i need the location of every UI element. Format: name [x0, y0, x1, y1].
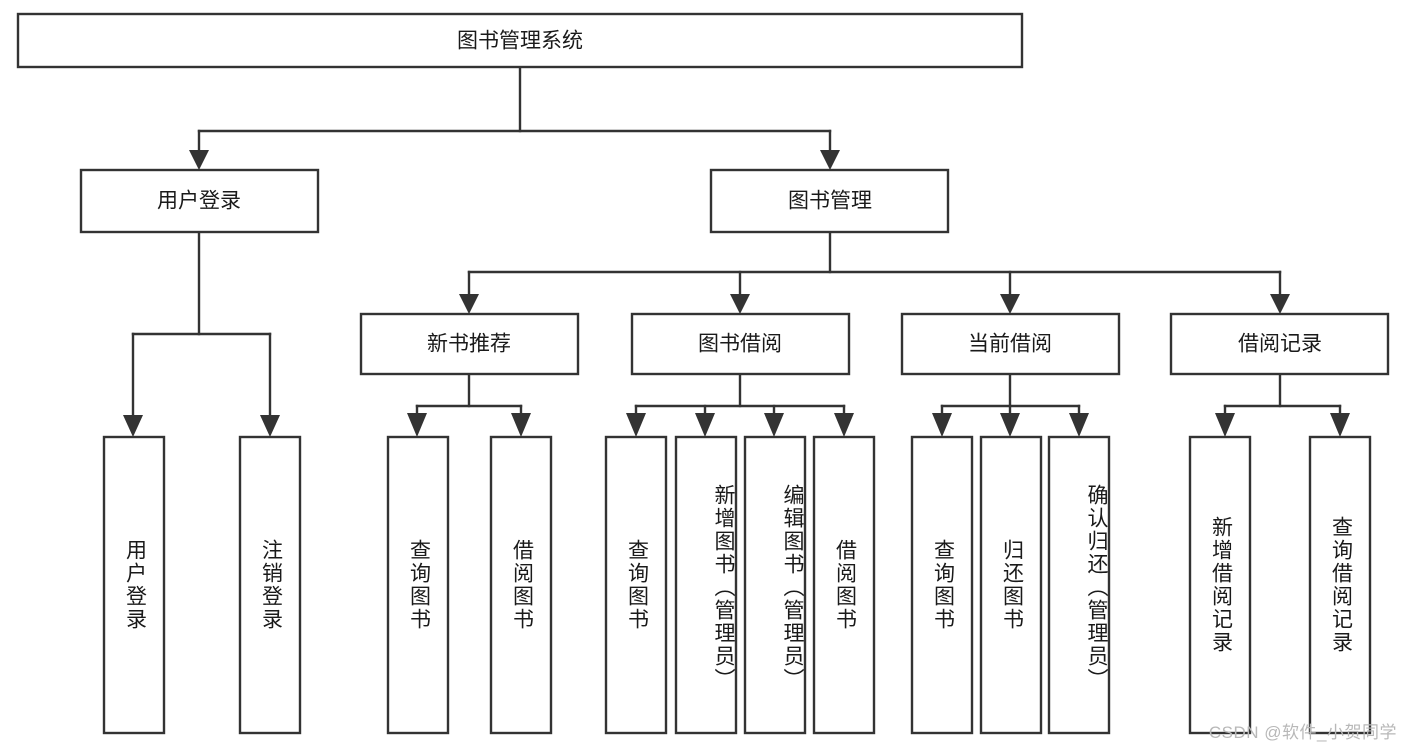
arrow-current-b1 — [932, 413, 952, 437]
node-borrow-record[interactable]: 借阅记录 — [1169, 312, 1390, 376]
arrow-borrow-b2 — [695, 413, 715, 437]
node-book-manage-box[interactable] — [709, 168, 950, 234]
node-borrow-record-label: 借阅记录 — [1238, 333, 1322, 356]
leaf-box-bb-add-book[interactable] — [674, 435, 738, 735]
arrow-newbook-b2 — [511, 413, 531, 437]
node-borrow-record-box[interactable] — [1169, 312, 1390, 376]
leaf-box-cb-query-book[interactable] — [910, 435, 974, 735]
node-book-borrow[interactable]: 图书借阅 — [630, 312, 851, 376]
arrow-newbook-b1 — [407, 413, 427, 437]
node-user-login-box[interactable] — [79, 168, 320, 234]
leaf-box-user-login[interactable] — [102, 435, 166, 735]
node-book-borrow-box[interactable] — [630, 312, 851, 376]
node-current-borrow[interactable]: 当前借阅 — [900, 312, 1121, 376]
node-user-login[interactable]: 用户登录 — [79, 168, 320, 234]
arrow-userlogin-b2 — [260, 415, 280, 437]
node-current-borrow-box[interactable] — [900, 312, 1121, 376]
connector-layer — [123, 65, 1350, 437]
node-current-borrow-label: 当前借阅 — [968, 333, 1052, 356]
node-root[interactable]: 图书管理系统 — [16, 12, 1024, 69]
leaf-box-bb-query-book[interactable] — [604, 435, 668, 735]
arrow-bm-to-c2 — [730, 294, 750, 314]
arrow-bm-to-c4 — [1270, 294, 1290, 314]
arrow-bm-to-c3 — [1000, 294, 1020, 314]
leaf-box-nb-query-book[interactable] — [386, 435, 450, 735]
leaf-box-br-add-record[interactable] — [1188, 435, 1252, 735]
arrow-userlogin-b1 — [123, 415, 143, 437]
arrow-root-to-user-login — [189, 150, 209, 170]
node-user-login-label: 用户登录 — [157, 190, 241, 213]
arrow-record-b1 — [1215, 413, 1235, 437]
arrow-current-b3 — [1069, 413, 1089, 437]
arrow-borrow-b4 — [834, 413, 854, 437]
node-book-manage-label: 图书管理 — [788, 190, 872, 213]
arrow-current-b2 — [1000, 413, 1020, 437]
leaf-box-logout[interactable] — [238, 435, 302, 735]
arrow-record-b2 — [1330, 413, 1350, 437]
arrow-root-to-book-manage — [820, 150, 840, 170]
arrow-borrow-b1 — [626, 413, 646, 437]
leaf-box-layer — [102, 435, 1372, 735]
leaf-box-nb-borrow-book[interactable] — [489, 435, 553, 735]
leaf-box-br-query-record[interactable] — [1308, 435, 1372, 735]
leaf-box-cb-return-book[interactable] — [979, 435, 1043, 735]
node-new-book-recommend-box[interactable] — [359, 312, 580, 376]
node-book-borrow-label: 图书借阅 — [698, 333, 782, 356]
watermark: CSDN @软件_小贺同学 — [1208, 723, 1397, 742]
leaf-box-bb-edit-book[interactable] — [743, 435, 807, 735]
node-new-book-recommend[interactable]: 新书推荐 — [359, 312, 580, 376]
node-root-box[interactable] — [16, 12, 1024, 69]
arrow-bm-to-c1 — [459, 294, 479, 314]
node-new-book-recommend-label: 新书推荐 — [427, 333, 511, 356]
leaf-box-bb-borrow-book[interactable] — [812, 435, 876, 735]
node-book-manage[interactable]: 图书管理 — [709, 168, 950, 234]
arrow-borrow-b3 — [764, 413, 784, 437]
leaf-box-cb-confirm-return[interactable] — [1047, 435, 1111, 735]
node-root-label: 图书管理系统 — [457, 30, 583, 53]
